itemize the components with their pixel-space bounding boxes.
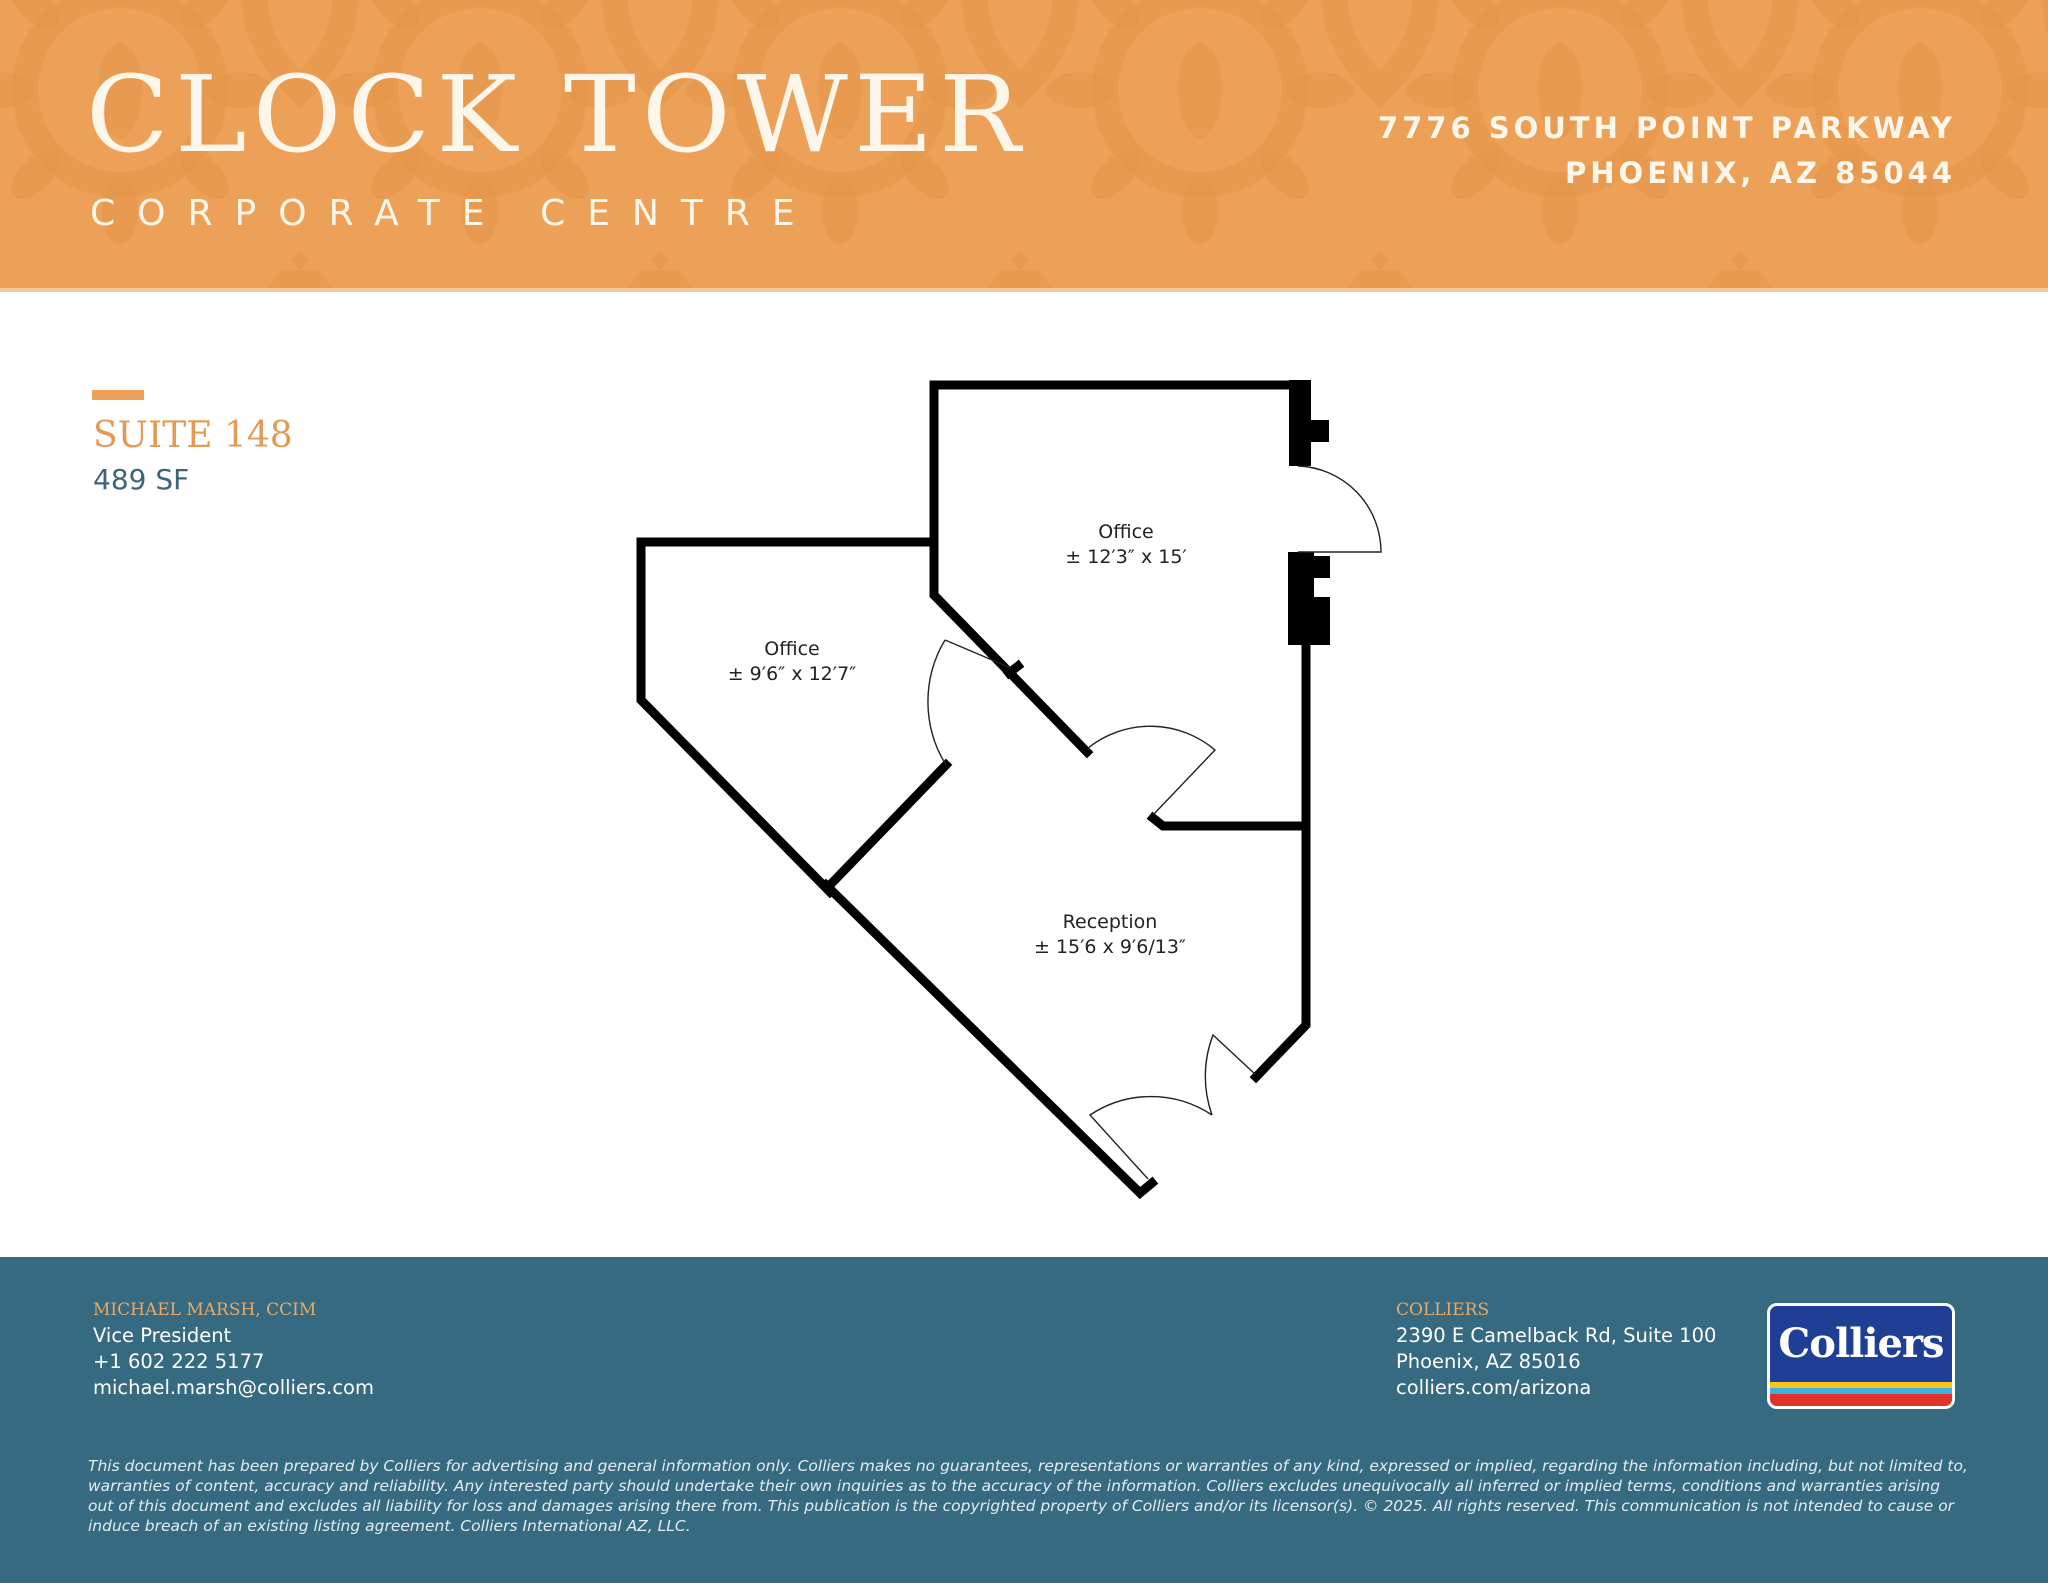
company-website[interactable]: colliers.com/arizona	[1396, 1376, 1592, 1399]
logo-wordmark: Colliers	[1778, 1320, 1944, 1367]
colliers-logo: Colliers	[1767, 1303, 1955, 1409]
decorative-pattern-icon	[0, 0, 2048, 290]
address-line-2: PHOENIX, AZ 85044	[1565, 156, 1956, 190]
room-dimensions: ± 9′6″ x 12′7″	[727, 663, 857, 685]
property-title: CLOCK TOWER	[86, 53, 1027, 176]
agent-title: Vice President	[93, 1324, 232, 1347]
company-address-line-2: Phoenix, AZ 85016	[1396, 1350, 1581, 1373]
header-banner: CLOCK TOWER CORPORATE CENTRE 7776 SOUTH …	[0, 0, 2048, 290]
agent-email[interactable]: michael.marsh@colliers.com	[93, 1376, 374, 1399]
agent-contact: MICHAEL MARSH, CCIM Vice President +1 60…	[93, 1297, 374, 1401]
logo-stripe-yellow	[1770, 1382, 1952, 1388]
company-name: COLLIERS	[1396, 1300, 1490, 1320]
room-label-office-2: Office ± 9′6″ x 12′7″	[728, 637, 857, 687]
header-divider	[0, 288, 2048, 292]
accent-bar	[92, 390, 144, 400]
legal-disclaimer: This document has been prepared by Colli…	[88, 1457, 1968, 1535]
property-address: 7776 SOUTH POINT PARKWAY PHOENIX, AZ 850…	[1378, 106, 1956, 196]
room-name: Reception	[1062, 911, 1158, 933]
agent-name: MICHAEL MARSH, CCIM	[93, 1300, 317, 1320]
room-name: Office	[764, 638, 820, 660]
room-dimensions: ± 15′6 x 9′6/13″	[1033, 936, 1187, 958]
room-label-office-1: Office ± 12′3″ x 15′	[1065, 520, 1186, 570]
footer: MICHAEL MARSH, CCIM Vice President +1 60…	[0, 1257, 2048, 1583]
suite-area: 489 SF	[93, 463, 190, 496]
floor-plan	[636, 380, 1382, 1200]
room-label-reception: Reception ± 15′6 x 9′6/13″	[1034, 910, 1186, 960]
logo-stripe-red	[1770, 1394, 1952, 1406]
company-address-line-1: 2390 E Camelback Rd, Suite 100	[1396, 1324, 1717, 1347]
suite-name: SUITE 148	[93, 415, 293, 456]
logo-stripe-cyan	[1770, 1388, 1952, 1394]
door-swing	[1297, 465, 1382, 553]
door-swing	[1087, 725, 1217, 816]
room-name: Office	[1098, 521, 1154, 543]
property-subtitle: CORPORATE CENTRE	[90, 193, 817, 234]
wall	[929, 380, 1094, 759]
door-swing	[1204, 1033, 1257, 1116]
address-line-1: 7776 SOUTH POINT PARKWAY	[1377, 111, 1956, 145]
door-swing	[927, 639, 947, 766]
agent-phone[interactable]: +1 602 222 5177	[93, 1350, 265, 1373]
company-contact: COLLIERS 2390 E Camelback Rd, Suite 100 …	[1396, 1297, 1716, 1401]
wall	[636, 537, 939, 899]
room-dimensions: ± 12′3″ x 15′	[1065, 546, 1187, 568]
door-swing	[1088, 1095, 1213, 1180]
